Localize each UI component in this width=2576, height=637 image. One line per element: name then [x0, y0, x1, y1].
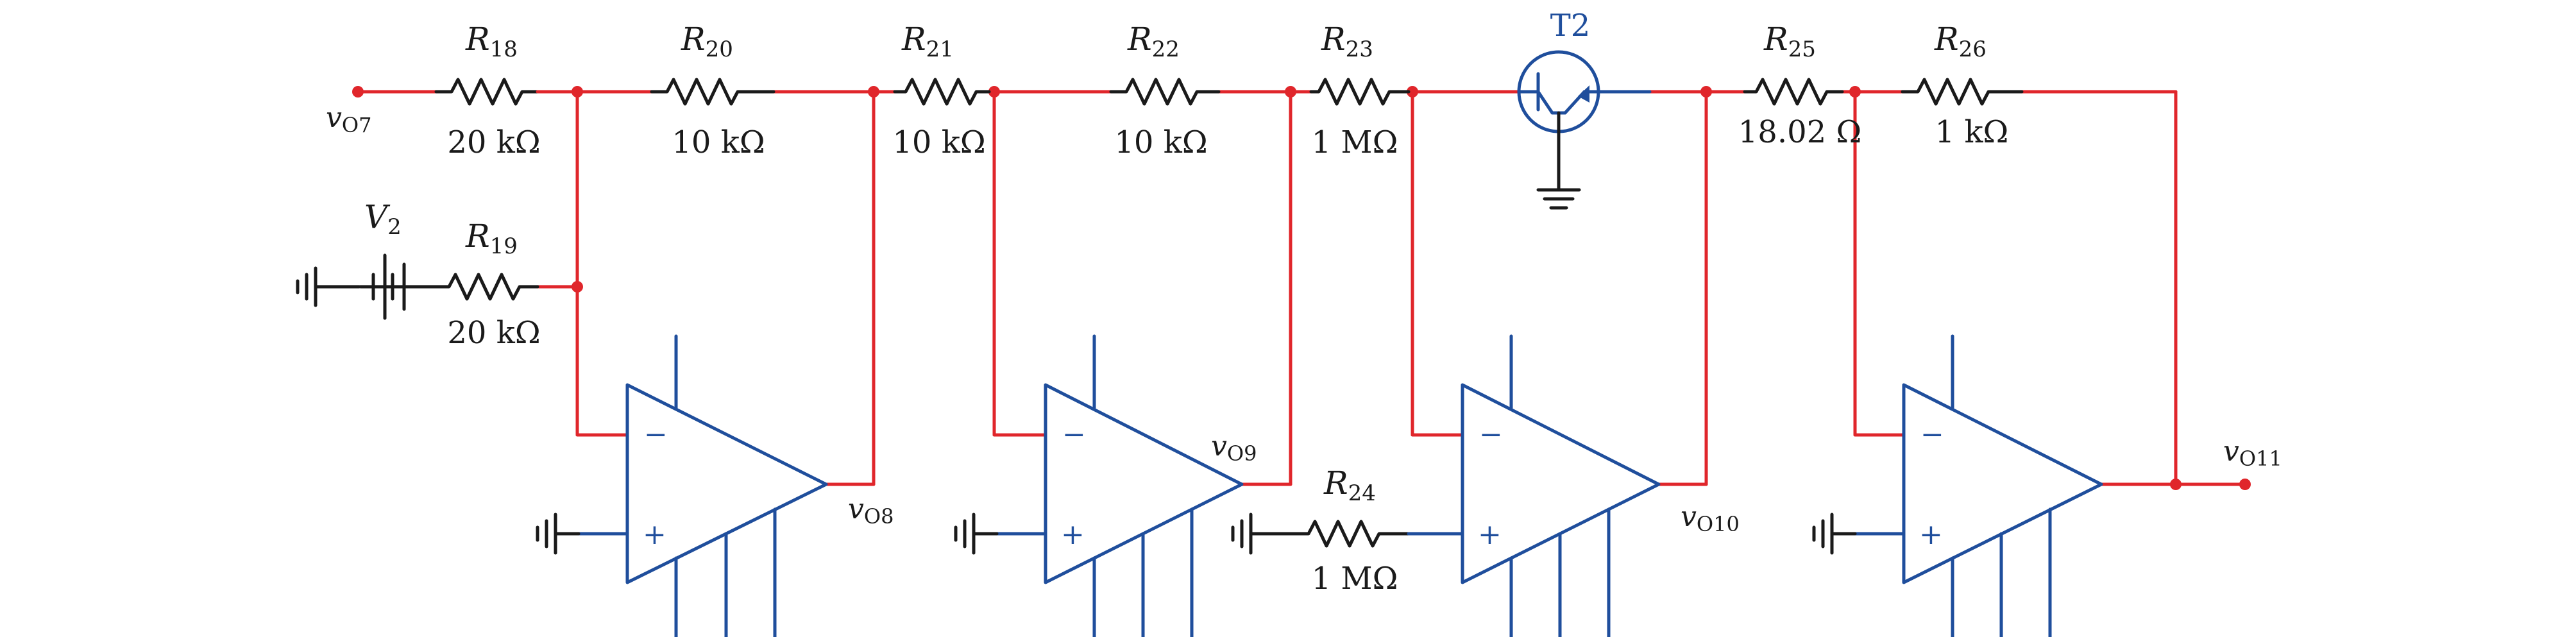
opamp-4 — [1853, 334, 2103, 637]
opamp-3-plus: + — [1478, 518, 1502, 551]
resistor-r21 — [893, 78, 991, 106]
ground-icon — [296, 266, 318, 307]
ground-icon — [954, 513, 999, 555]
opamp-1 — [577, 334, 828, 637]
r24-label: R24 — [1323, 464, 1376, 506]
v2-label: V2 — [364, 198, 402, 240]
battery-v2 — [314, 253, 411, 320]
r25-value: 18.02 Ω — [1738, 114, 1861, 150]
resistor-r23 — [1309, 78, 1411, 106]
opamp-3 — [1461, 334, 1661, 637]
resistor-r20 — [650, 78, 775, 106]
r25-label: R25 — [1763, 21, 1816, 62]
ground-icon — [1536, 188, 1581, 210]
opamp-1-plus: + — [643, 518, 666, 551]
r20-value: 10 kΩ — [672, 124, 765, 160]
opamp-1-minus: − — [644, 418, 668, 451]
resistor-r19 — [407, 273, 539, 301]
opamp-4-plus: + — [1919, 518, 1943, 551]
r24-value: 1 MΩ — [1312, 561, 1398, 597]
wires — [356, 90, 2247, 486]
v-o9-label: vO9 — [1211, 430, 1257, 466]
opamp-3-minus: − — [1479, 418, 1503, 451]
resistor-r26 — [1901, 78, 2024, 106]
r19-label: R19 — [465, 217, 518, 259]
ground-icon — [1812, 513, 1857, 555]
r23-label: R23 — [1321, 21, 1373, 62]
r23-value: 1 MΩ — [1312, 124, 1398, 160]
r20-label: R20 — [681, 21, 733, 62]
opamp-4-minus: − — [1920, 418, 1944, 451]
opamp-2-plus: + — [1061, 518, 1085, 551]
r19-value: 20 kΩ — [447, 315, 540, 351]
r21-label: R21 — [901, 21, 954, 62]
r26-value: 1 kΩ — [1935, 114, 2009, 150]
transistor-t2 — [1517, 50, 1652, 192]
opamp-2 — [995, 334, 1244, 637]
v-o8-label: vO8 — [848, 493, 894, 529]
opamp-pin-signs: − + − + − + − + — [643, 418, 1944, 551]
resistor-r25 — [1743, 78, 1844, 106]
ground-icon — [536, 513, 580, 555]
ground-icon — [1231, 513, 1271, 555]
resistor-r22 — [1109, 78, 1221, 106]
opamp-2-minus: − — [1062, 418, 1086, 451]
r18-label: R18 — [465, 21, 518, 62]
v-o10-label: vO10 — [1681, 500, 1740, 536]
r22-label: R22 — [1127, 21, 1180, 62]
r18-value: 20 kΩ — [447, 124, 540, 160]
t2-label: T2 — [1550, 8, 1591, 44]
r26-label: R26 — [1934, 21, 1987, 62]
v-o7-label: vO7 — [326, 101, 371, 137]
resistor-r18 — [434, 78, 579, 106]
r21-value: 10 kΩ — [892, 124, 985, 160]
resistor-r24 — [1267, 520, 1464, 548]
r22-value: 10 kΩ — [1114, 124, 1207, 160]
v-o11-label: vO11 — [2223, 435, 2282, 471]
